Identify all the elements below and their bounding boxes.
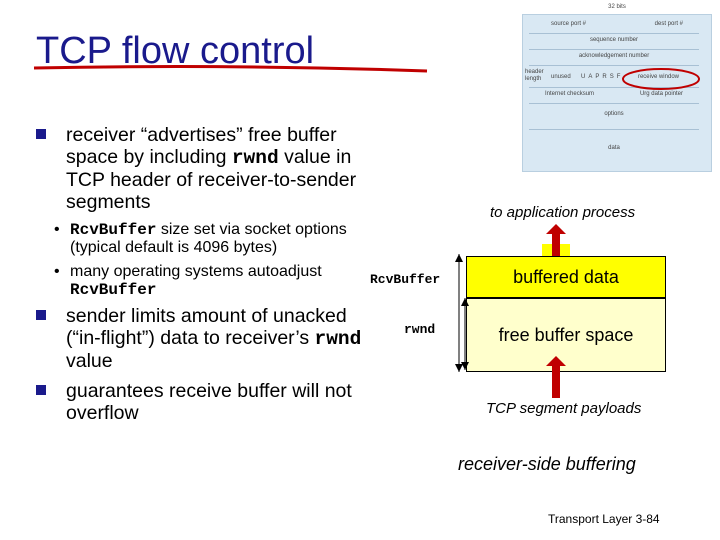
rwnd-dimension xyxy=(461,298,469,370)
bullet-list: receiver “advertises” free buffer space … xyxy=(36,124,366,432)
diagram-caption: receiver-side buffering xyxy=(458,454,636,474)
bits-label: 32 bits xyxy=(608,4,626,10)
up-arrow-segments xyxy=(546,356,566,398)
bullet-marker xyxy=(36,385,46,395)
buffered-data-label: buffered data xyxy=(513,267,619,287)
subbullet-rcvbuffer: • RcvBuffer size set via socket options … xyxy=(54,221,347,256)
sub-bullet-dot: • xyxy=(54,263,60,280)
slide-footer: Transport Layer 3-84 xyxy=(548,512,660,526)
rwnd-highlight-oval xyxy=(622,68,700,90)
flags-row: header length unused UAPRSF receive wind… xyxy=(525,69,699,88)
options-row: options xyxy=(529,111,699,130)
tcp-header-figure: 32 bits source port # dest port # sequen… xyxy=(522,4,712,172)
tcp-segment-label: TCP segment payloads xyxy=(486,400,642,417)
up-arrow-to-app xyxy=(542,224,570,258)
to-application-label: to application process xyxy=(490,204,636,221)
rcvbuffer-label: RcvBuffer xyxy=(370,272,441,287)
checksum-row: Internet checksum Urg data pointer xyxy=(529,91,699,104)
ports-row: source port # dest port # xyxy=(529,21,699,34)
seq-row: sequence number xyxy=(529,37,699,50)
bullet-guarantee: guarantees receive buffer will not overf… xyxy=(36,380,366,424)
bullet-sender-limits: sender limits amount of unacked (“in-fli… xyxy=(36,305,366,372)
subbullet-autoadjust: • many operating systems autoadjust RcvB… xyxy=(54,263,322,299)
free-buffer-label: free buffer space xyxy=(498,325,634,345)
bullet-marker xyxy=(36,129,46,139)
flag-letters: UAPRSF xyxy=(581,74,624,80)
receive-buffer: buffered data free buffer space xyxy=(466,256,666,372)
title-underline xyxy=(33,65,428,73)
rcvbuffer-dimension xyxy=(455,254,463,372)
ack-row: acknowledgement number xyxy=(529,53,699,66)
bullet-marker xyxy=(36,310,46,320)
sub-bullet-dot: • xyxy=(54,221,60,238)
data-row: data xyxy=(608,145,620,151)
rwnd-label: rwnd xyxy=(404,322,436,337)
bullet-advertise: receiver “advertises” free buffer space … xyxy=(36,124,366,213)
buffered-region xyxy=(467,257,665,299)
slide-title: TCP flow control xyxy=(36,30,315,72)
